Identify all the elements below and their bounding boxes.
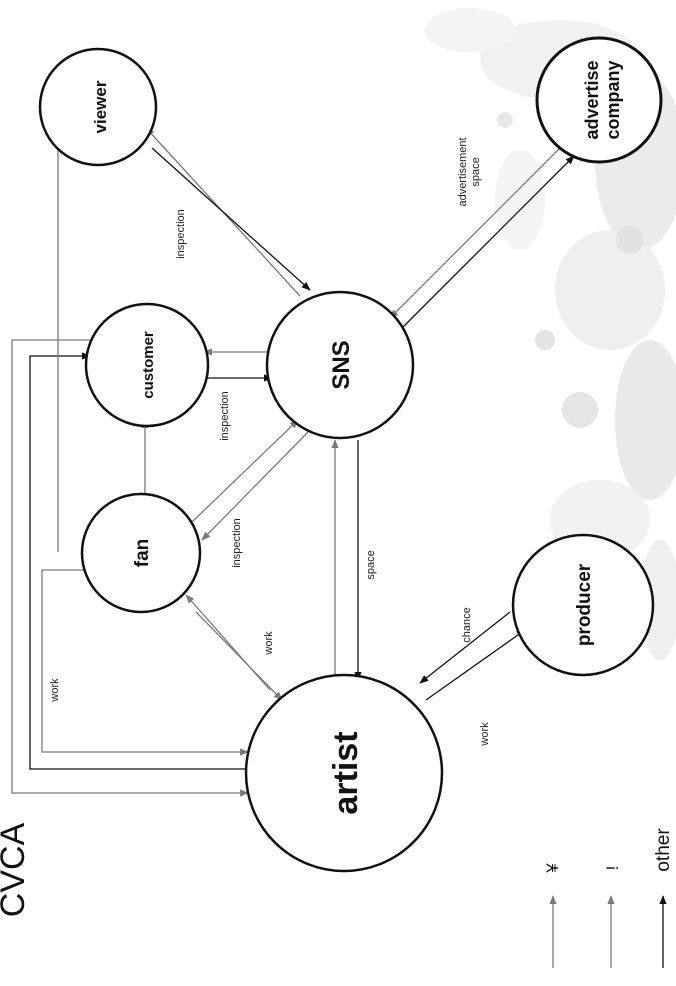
nodes: viewer customer fan SNS advertise compan… <box>38 36 663 873</box>
edge-artist-customer-black <box>29 352 248 770</box>
label-inspection-fan: inspection <box>231 518 243 568</box>
edge-customer-artist-outer <box>11 339 249 797</box>
svg-text:advertise: advertise <box>582 60 602 139</box>
edge-adco-sns <box>389 145 563 319</box>
label-work-top: work <box>49 678 61 703</box>
legend-label-exclamation: ! <box>603 866 622 871</box>
diagram-title: CVCA <box>0 822 32 917</box>
edge-producer-artist <box>419 611 511 684</box>
label-advertisement-space-2: space <box>470 157 482 186</box>
label-work-producer: work <box>479 722 491 747</box>
edge-fan-sns-b <box>201 431 309 541</box>
legend-label-other: other <box>653 828 674 872</box>
node-producer: producer <box>511 533 655 677</box>
node-advertise-company: advertise company <box>535 36 663 164</box>
edge-labels: work work inspection inspection inspecti… <box>49 137 491 746</box>
label-inspection-viewer: inspection <box>175 209 187 259</box>
svg-text:producer: producer <box>574 563 595 646</box>
edge-fan-artist <box>41 569 249 756</box>
label-advertisement-space-1: advertisement <box>457 137 469 206</box>
node-sns: SNS <box>265 290 415 440</box>
legend: ¥ ! other <box>543 828 674 968</box>
label-chance: chance <box>461 607 473 642</box>
node-fan: fan <box>80 492 202 614</box>
node-artist: artist <box>244 673 444 873</box>
node-viewer: viewer <box>38 47 158 167</box>
label-inspection-customer: inspection <box>219 391 231 441</box>
legend-label-yen: ¥ <box>543 863 562 874</box>
edge-artist-fan-b <box>195 611 283 701</box>
node-customer: customer <box>84 302 210 428</box>
edge-fan-viewer <box>43 104 59 552</box>
edge-fan-sns-a <box>191 419 299 523</box>
edge-viewer-sns <box>151 147 311 291</box>
svg-text:customer: customer <box>140 331 157 399</box>
edge-sns-adco <box>401 155 575 329</box>
svg-text:company: company <box>603 60 623 139</box>
edge-artist-producer <box>425 629 526 701</box>
label-work-fan: work <box>263 631 275 656</box>
svg-text:SNS: SNS <box>328 340 355 389</box>
svg-text:viewer: viewer <box>91 80 110 133</box>
svg-text:fan: fan <box>132 539 153 568</box>
svg-text:artist: artist <box>327 731 365 814</box>
label-space: space <box>365 550 377 579</box>
edges <box>11 104 575 797</box>
